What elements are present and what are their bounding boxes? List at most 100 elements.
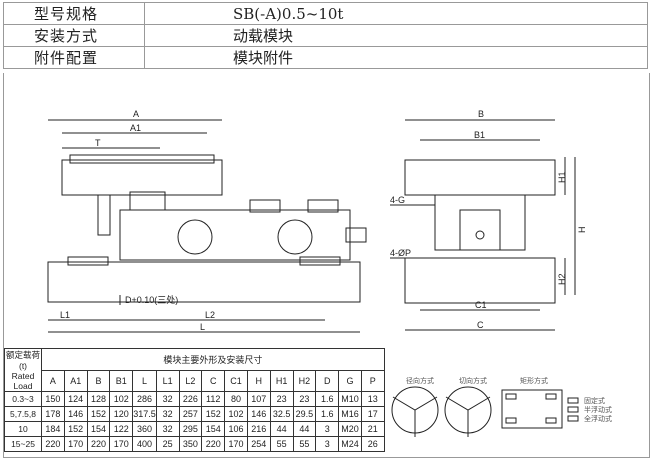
table-cell: 124 — [63, 391, 88, 407]
side-view — [390, 119, 576, 331]
table-cell: 102 — [109, 391, 134, 407]
table-cell: 184 — [41, 421, 65, 437]
table-cell: 107 — [246, 391, 271, 407]
table-cell: 295 — [178, 421, 203, 437]
column-header: L2 — [178, 369, 203, 392]
dim-L: L — [200, 322, 205, 332]
legend-semi-floating: 半浮动式 — [584, 405, 612, 414]
legend-full-floating: 全浮动式 — [584, 414, 612, 423]
table-cell: 152 — [63, 421, 88, 437]
column-header: A — [41, 369, 65, 392]
dim-H1: H1 — [557, 171, 567, 183]
table-cell: 152 — [201, 406, 226, 422]
table-cell: 286 — [132, 391, 157, 407]
column-header: B1 — [109, 369, 134, 392]
radial-label: 径向方式 — [406, 376, 434, 385]
table-cell: 150 — [41, 391, 65, 407]
column-header: H — [246, 369, 271, 392]
dim-G: 4-G — [390, 195, 405, 205]
dim-C: C — [477, 320, 484, 330]
table-cell: 254 — [246, 436, 271, 452]
spec-row: 附件配置模块附件 — [3, 46, 648, 69]
dim-A: A — [133, 109, 139, 119]
table-cell: 3 — [315, 421, 340, 437]
table-cell: 146 — [246, 406, 271, 422]
table-cell: 154 — [86, 421, 111, 437]
tangential-label: 切向方式 — [459, 376, 487, 385]
dim-B1: B1 — [474, 130, 485, 140]
table-cell: 10 — [4, 421, 42, 437]
table-cell: 102 — [224, 406, 248, 422]
table-cell: 257 — [178, 406, 203, 422]
dim-D: D+0.10(三处) — [125, 294, 178, 305]
table-cell: 55 — [292, 436, 317, 452]
column-header: L — [132, 369, 157, 392]
spec-row: 安装方式动载模块 — [3, 24, 648, 47]
table-cell: 226 — [178, 391, 203, 407]
table-cell: 220 — [201, 436, 226, 452]
dim-P: 4-ØP — [390, 248, 411, 258]
legend-fixed: 固定式 — [584, 396, 605, 405]
dim-A1: A1 — [130, 123, 141, 133]
mounting-diagrams: 径向方式 切向方式 矩形方式 固定式 半浮动式 全浮动式 — [391, 376, 612, 437]
table-cell: 17 — [360, 406, 385, 422]
table-cell: 1.6 — [315, 391, 340, 407]
table-cell: 44 — [269, 421, 294, 437]
dim-L1: L1 — [60, 310, 70, 320]
column-header: P — [360, 369, 385, 392]
spec-key: 附件配置 — [3, 46, 145, 69]
table-cell: M24 — [338, 436, 362, 452]
column-header: D — [315, 369, 340, 392]
table-cell: 128 — [86, 391, 111, 407]
dim-B: B — [478, 109, 484, 119]
column-header: B — [86, 369, 111, 392]
table-cell: M10 — [338, 391, 362, 407]
table-cell: M16 — [338, 406, 362, 422]
load-header: 额定载荷(t)Rated Load — [4, 348, 42, 392]
table-cell: 44 — [292, 421, 317, 437]
table-cell: 170 — [63, 436, 88, 452]
table-cell: 21 — [360, 421, 385, 437]
table-cell: 146 — [63, 406, 88, 422]
table-cell: 25 — [155, 436, 180, 452]
table-cell: 55 — [269, 436, 294, 452]
table-cell: 80 — [224, 391, 248, 407]
table-cell: 216 — [246, 421, 271, 437]
table-cell: 220 — [41, 436, 65, 452]
column-header: C — [201, 369, 226, 392]
column-header: G — [338, 369, 362, 392]
table-cell: 154 — [201, 421, 226, 437]
table-cell: 220 — [86, 436, 111, 452]
table-cell: 350 — [178, 436, 203, 452]
column-header: L1 — [155, 369, 180, 392]
table-cell: M20 — [338, 421, 362, 437]
table-cell: 122 — [109, 421, 134, 437]
table-cell: 0.3~3 — [4, 391, 42, 407]
table-cell: 170 — [224, 436, 248, 452]
dim-C1: C1 — [475, 300, 487, 310]
dim-T: T — [95, 138, 101, 148]
table-cell: 3 — [315, 436, 340, 452]
table-cell: 32.5 — [269, 406, 294, 422]
column-header: A1 — [63, 369, 88, 392]
table-cell: 32 — [155, 391, 180, 407]
table-cell: 178 — [41, 406, 65, 422]
rectangular-label: 矩形方式 — [520, 376, 548, 385]
column-header: C1 — [224, 369, 248, 392]
table-cell: 26 — [360, 436, 385, 452]
table-cell: 317.5 — [132, 406, 157, 422]
dim-H: H — [577, 227, 587, 234]
column-header: H2 — [292, 369, 317, 392]
table-cell: 32 — [155, 421, 180, 437]
table-cell: 29.5 — [292, 406, 317, 422]
dim-H2: H2 — [557, 273, 567, 285]
table-cell: 112 — [201, 391, 226, 407]
table-cell: 120 — [109, 406, 134, 422]
table-cell: 360 — [132, 421, 157, 437]
table-cell: 5,7.5,8 — [4, 406, 42, 422]
